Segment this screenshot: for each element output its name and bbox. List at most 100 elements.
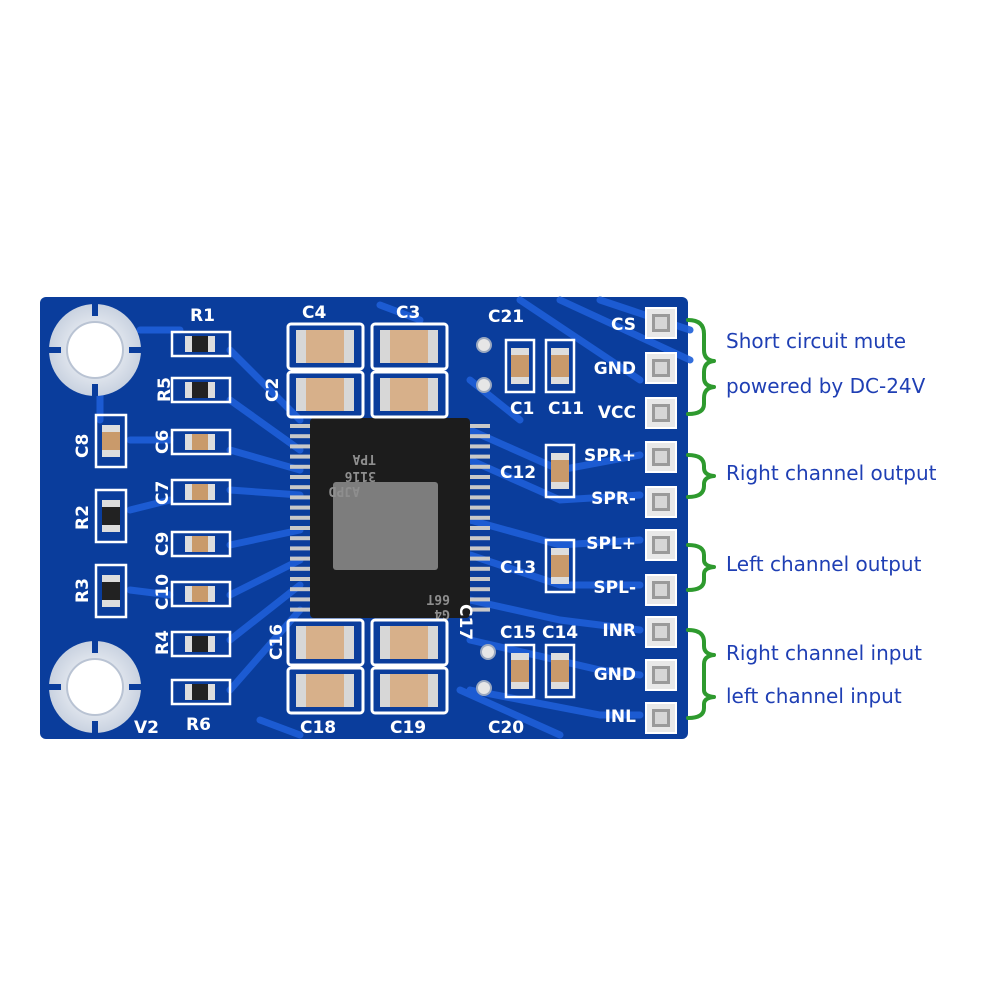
pin-pad-vcc bbox=[645, 397, 677, 429]
cap-c2 bbox=[286, 370, 365, 419]
resistor-r3 bbox=[94, 563, 128, 619]
label-c7: C7 bbox=[153, 481, 173, 505]
cap-c8 bbox=[94, 413, 128, 469]
chip-lead bbox=[290, 607, 310, 612]
chip-lead bbox=[470, 505, 490, 510]
mounting-hole-bottom bbox=[49, 641, 141, 733]
label-c15: C15 bbox=[500, 623, 536, 643]
bracket-right-output bbox=[686, 453, 716, 499]
pin-label-gnd1: GND bbox=[594, 359, 636, 379]
pin-pad-inl bbox=[645, 702, 677, 734]
cap-c17-top bbox=[370, 370, 449, 419]
chip-lead bbox=[290, 464, 310, 469]
pin-pad-spl-plus bbox=[645, 529, 677, 561]
resistor-r6 bbox=[170, 678, 232, 706]
chip-lead bbox=[290, 556, 310, 561]
cap-c1 bbox=[504, 338, 536, 394]
chip-lead bbox=[470, 464, 490, 469]
chip-lead bbox=[470, 454, 490, 459]
chip-lead bbox=[470, 444, 490, 449]
resistor-r2 bbox=[94, 488, 128, 544]
cap-c12 bbox=[544, 443, 576, 499]
label-c2: C2 bbox=[263, 378, 283, 402]
chip-lead bbox=[290, 424, 310, 428]
chip-lead bbox=[470, 526, 490, 530]
label-c3: C3 bbox=[396, 303, 420, 323]
cap-c6 bbox=[170, 428, 232, 456]
chip-lead bbox=[290, 546, 310, 551]
label-c1: C1 bbox=[510, 399, 534, 419]
cap-c10 bbox=[170, 580, 232, 608]
mounting-hole-top bbox=[49, 304, 141, 396]
pin-pad-gnd2 bbox=[645, 659, 677, 691]
annotation-powered-by: powered by DC-24V bbox=[726, 374, 926, 398]
label-c21: C21 bbox=[488, 307, 524, 327]
chip-lead bbox=[290, 444, 310, 449]
chip-lead bbox=[470, 577, 490, 581]
chip-lead bbox=[290, 577, 310, 581]
pin-label-gnd2: GND bbox=[594, 665, 636, 685]
label-r1: R1 bbox=[190, 306, 215, 326]
label-c16: C16 bbox=[267, 624, 287, 660]
annotation-short-circuit-mute: Short circuit mute bbox=[726, 329, 907, 353]
label-c13: C13 bbox=[500, 558, 536, 578]
label-c20: C20 bbox=[488, 718, 524, 738]
chip-lead bbox=[290, 515, 310, 520]
label-v2: V2 bbox=[134, 718, 159, 738]
chip-lead bbox=[290, 597, 310, 602]
chip-lead bbox=[290, 454, 310, 459]
label-c19: C19 bbox=[390, 718, 426, 738]
chip-lead bbox=[470, 536, 490, 541]
label-c12: C12 bbox=[500, 463, 536, 483]
label-c11: C11 bbox=[548, 399, 584, 419]
chip-lead bbox=[290, 526, 310, 530]
label-r6: R6 bbox=[186, 715, 211, 735]
header-pins bbox=[645, 307, 677, 734]
cap-c15 bbox=[504, 643, 536, 699]
pin-label-cs: CS bbox=[611, 315, 636, 335]
cap-c4 bbox=[286, 322, 365, 371]
chip-text-5: G4 bbox=[434, 606, 450, 621]
chip-lead bbox=[290, 485, 310, 490]
label-c17: C17 bbox=[455, 604, 475, 640]
cap-c14 bbox=[544, 643, 576, 699]
chip-pins bbox=[290, 424, 490, 612]
label-c6: C6 bbox=[153, 430, 173, 454]
chip-lead bbox=[290, 495, 310, 500]
chip-lead bbox=[290, 475, 310, 479]
annotation-left-output: Left channel output bbox=[726, 552, 922, 576]
cap-c18 bbox=[286, 666, 365, 715]
chip-lead bbox=[470, 587, 490, 592]
cap-c3 bbox=[370, 322, 449, 371]
chip-lead bbox=[470, 485, 490, 490]
label-r5: R5 bbox=[155, 377, 175, 402]
resistor-r1 bbox=[170, 330, 232, 358]
bracket-input bbox=[686, 628, 716, 720]
label-r2: R2 bbox=[73, 505, 93, 530]
chip-text-2: 3116 bbox=[345, 468, 376, 483]
smd-small-parts bbox=[94, 330, 576, 706]
pin-pad-spr-plus bbox=[645, 441, 677, 473]
bracket-power bbox=[686, 318, 716, 416]
label-r3: R3 bbox=[73, 578, 93, 603]
chip-lead bbox=[470, 546, 490, 551]
resistor-r4 bbox=[170, 630, 232, 658]
label-c9: C9 bbox=[153, 532, 173, 556]
cap-c11 bbox=[544, 338, 576, 394]
label-c18: C18 bbox=[300, 718, 336, 738]
chip-lead bbox=[470, 434, 490, 439]
annotation-left-input: left channel input bbox=[726, 684, 902, 708]
pin-pad-gnd1 bbox=[645, 352, 677, 384]
chip-text-4: 66T bbox=[426, 591, 450, 606]
pin-label-inr: INR bbox=[602, 621, 636, 641]
bracket-left-output bbox=[686, 543, 716, 592]
pin-label-spr-minus: SPR- bbox=[591, 489, 636, 509]
label-c8: C8 bbox=[73, 434, 93, 458]
cap-c16 bbox=[286, 618, 365, 667]
label-r4: R4 bbox=[153, 630, 173, 655]
chip-lead bbox=[290, 505, 310, 510]
cap-c13 bbox=[544, 538, 576, 594]
annotation-right-output: Right channel output bbox=[726, 461, 937, 485]
cap-c9 bbox=[170, 530, 232, 558]
